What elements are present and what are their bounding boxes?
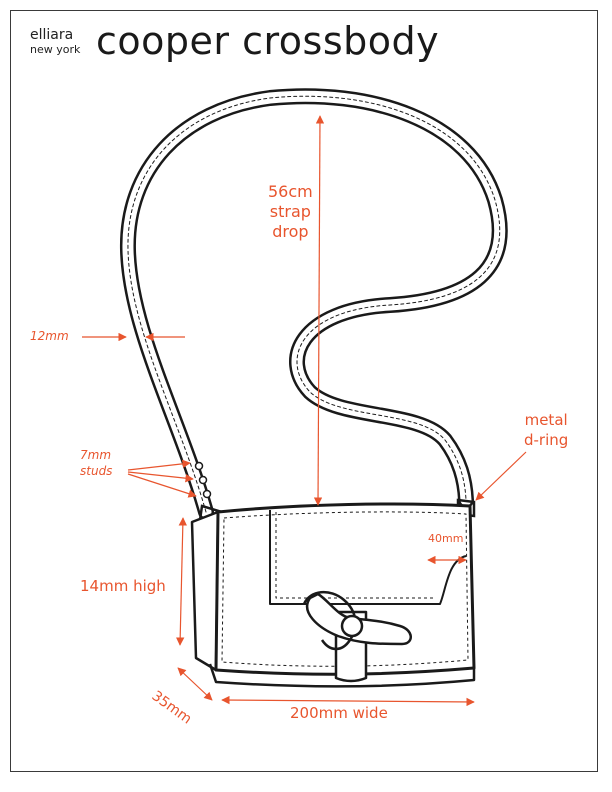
width-line [221,695,475,707]
label-studs: 7mm studs [80,447,112,479]
stud-arrow-2 [127,471,194,483]
label-strap-drop: 56cm strap drop [268,182,313,242]
label-strap-width: 12mm [30,329,69,343]
strap-drop-line [313,115,325,506]
label-d-ring-word1: metal [524,411,568,429]
brand-location: new york [30,43,81,56]
brand-name: elliara [30,27,74,43]
label-studs-size: 7mm [80,448,112,462]
label-width: 200mm wide [290,704,388,722]
height-line [175,517,188,646]
label-studs-word: studs [80,464,113,478]
page-title: cooper crossbody [96,19,440,63]
label-height: 14mm high [80,577,166,595]
label-strap-drop-word1: strap [269,202,311,221]
label-strap-drop-word2: drop [272,222,309,241]
stud-arrow-3 [127,473,197,498]
label-flap: 40mm [428,532,464,545]
depth-line [177,667,213,701]
clasp [302,591,412,683]
label-d-ring-word2: d-ring [524,431,569,449]
label-strap-drop-value: 56cm [268,182,313,201]
label-d-ring: metal d-ring [524,410,568,450]
brand-logo: elliara new york [30,28,80,55]
strap [119,88,508,520]
stud-arrow-1 [127,459,191,471]
d-ring-arrow [475,451,527,501]
studs [194,461,212,499]
annotation-lines [82,115,527,707]
